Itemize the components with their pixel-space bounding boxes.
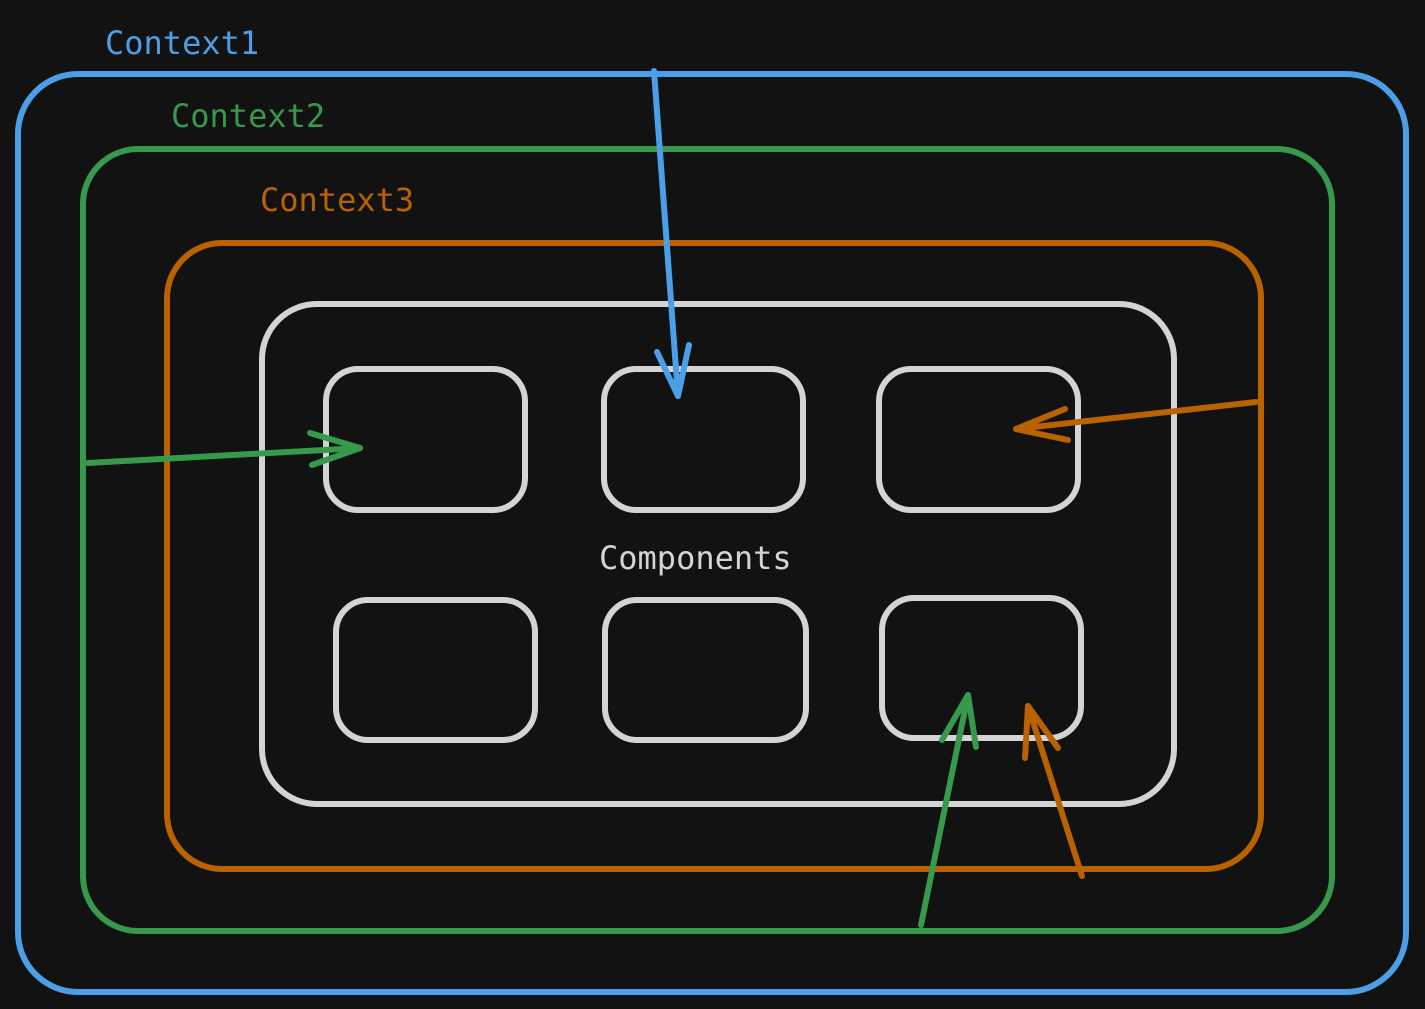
component-box-1-1: [323, 366, 528, 513]
component-box-1-3: [876, 366, 1081, 513]
context3-container: [164, 240, 1264, 872]
context1-label: Context1: [105, 24, 259, 62]
component-box-2-2: [602, 597, 809, 743]
component-box-1-2: [601, 366, 806, 513]
arrow-context2-to-component-bottom: [918, 692, 979, 928]
component-box-2-3: [879, 595, 1084, 741]
context2-label: Context2: [171, 97, 325, 135]
arrow-context1-to-component: [651, 68, 692, 399]
components-container: [259, 301, 1177, 807]
arrow-context3-to-component-bottom: [1022, 703, 1085, 879]
components-label: Components: [599, 539, 792, 577]
context2-container: [80, 146, 1335, 934]
context3-label: Context3: [260, 181, 414, 219]
arrow-context2-to-component: [85, 430, 363, 468]
arrow-context3-to-component: [1013, 399, 1259, 443]
component-box-2-1: [333, 597, 538, 743]
context1-container: [15, 71, 1409, 995]
